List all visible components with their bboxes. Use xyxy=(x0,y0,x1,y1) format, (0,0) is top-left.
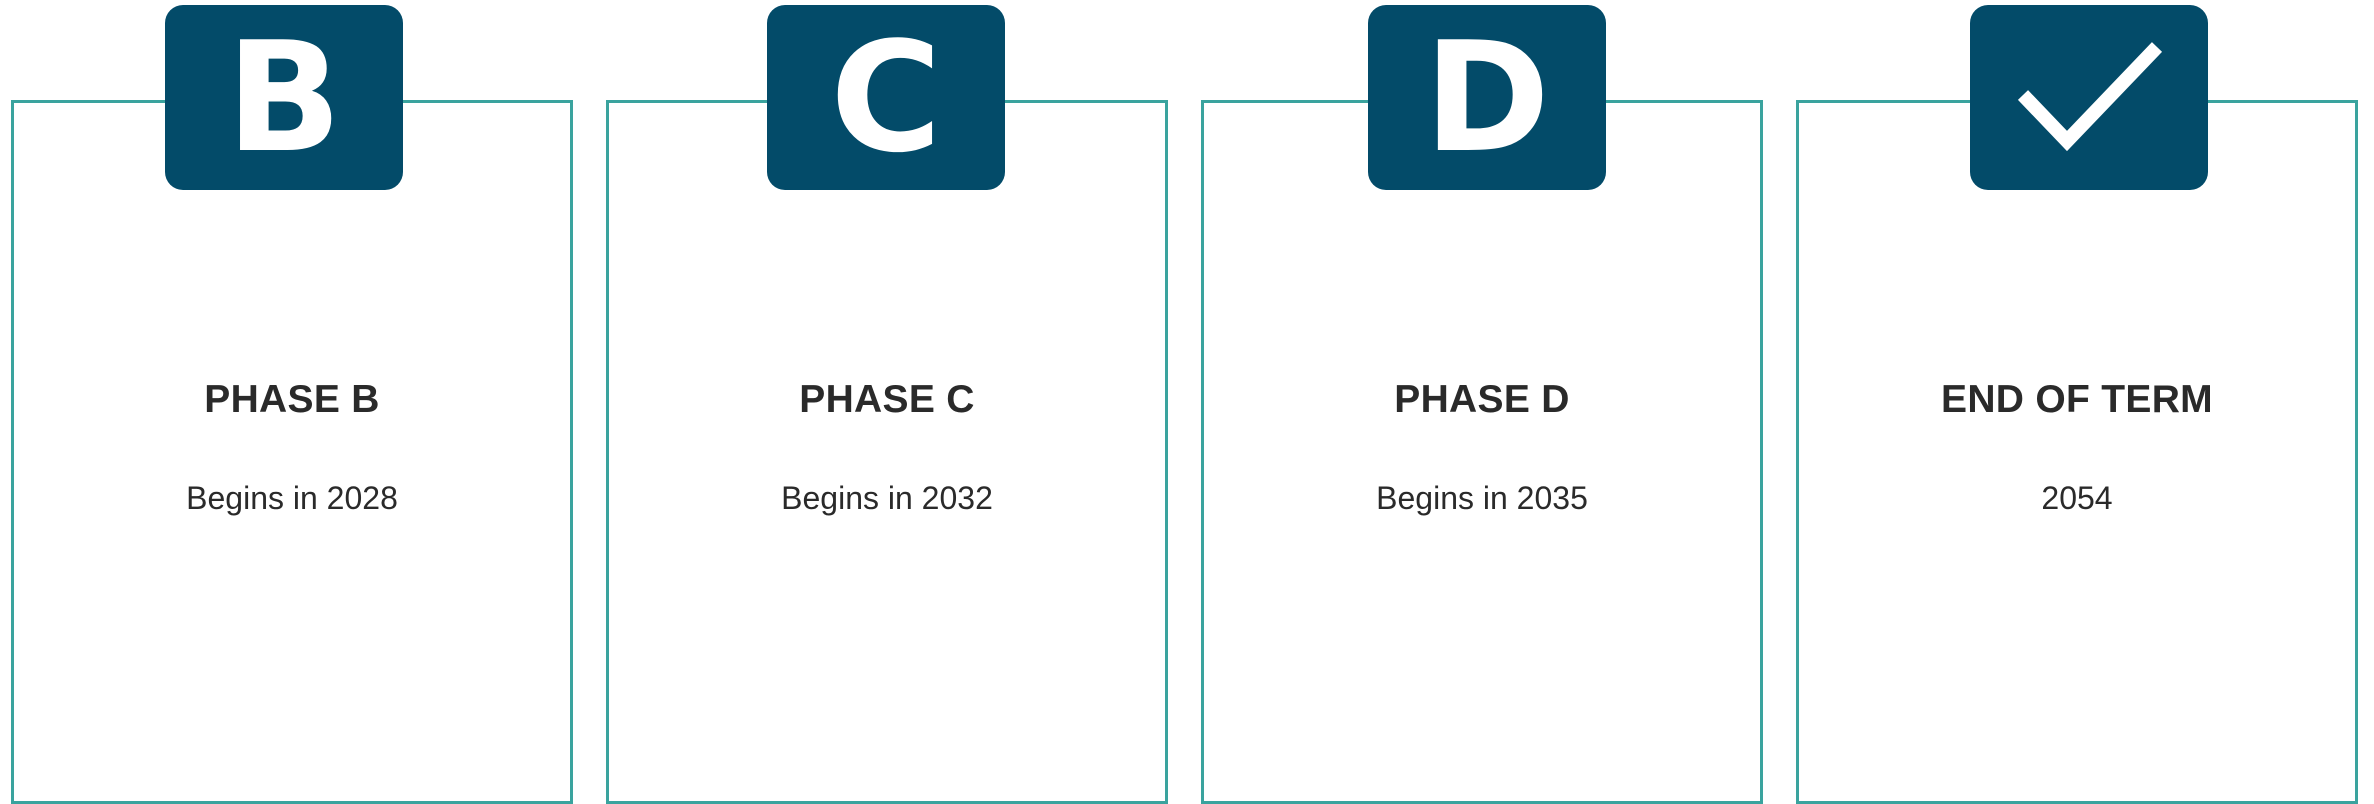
phase-d-title: PHASE D xyxy=(1394,378,1570,421)
phase-b-subtitle: Begins in 2028 xyxy=(186,480,398,516)
phase-d-subtitle: Begins in 2035 xyxy=(1376,480,1588,516)
phase-d-badge: D xyxy=(1368,5,1606,190)
phase-c-badge-letter: C xyxy=(830,8,942,186)
phase-b-badge-letter: B xyxy=(226,8,342,186)
phase-c-card xyxy=(606,100,1168,804)
end-of-term-subtitle: 2054 xyxy=(2041,480,2113,516)
phase-c-subtitle: Begins in 2032 xyxy=(781,480,993,516)
phase-d-card xyxy=(1201,100,1763,804)
phase-c-badge: C xyxy=(767,5,1005,190)
phase-b-title: PHASE B xyxy=(204,378,380,421)
end-of-term-card xyxy=(1796,100,2358,804)
phase-b-badge: B xyxy=(165,5,403,190)
phase-c-title: PHASE C xyxy=(799,378,975,421)
phase-d-badge-letter: D xyxy=(1423,8,1551,186)
end-of-term-title: END OF TERM xyxy=(1941,378,2213,421)
phase-b-card xyxy=(11,100,573,804)
end-of-term-badge xyxy=(1970,5,2208,190)
checkmark-icon xyxy=(2017,41,2163,151)
